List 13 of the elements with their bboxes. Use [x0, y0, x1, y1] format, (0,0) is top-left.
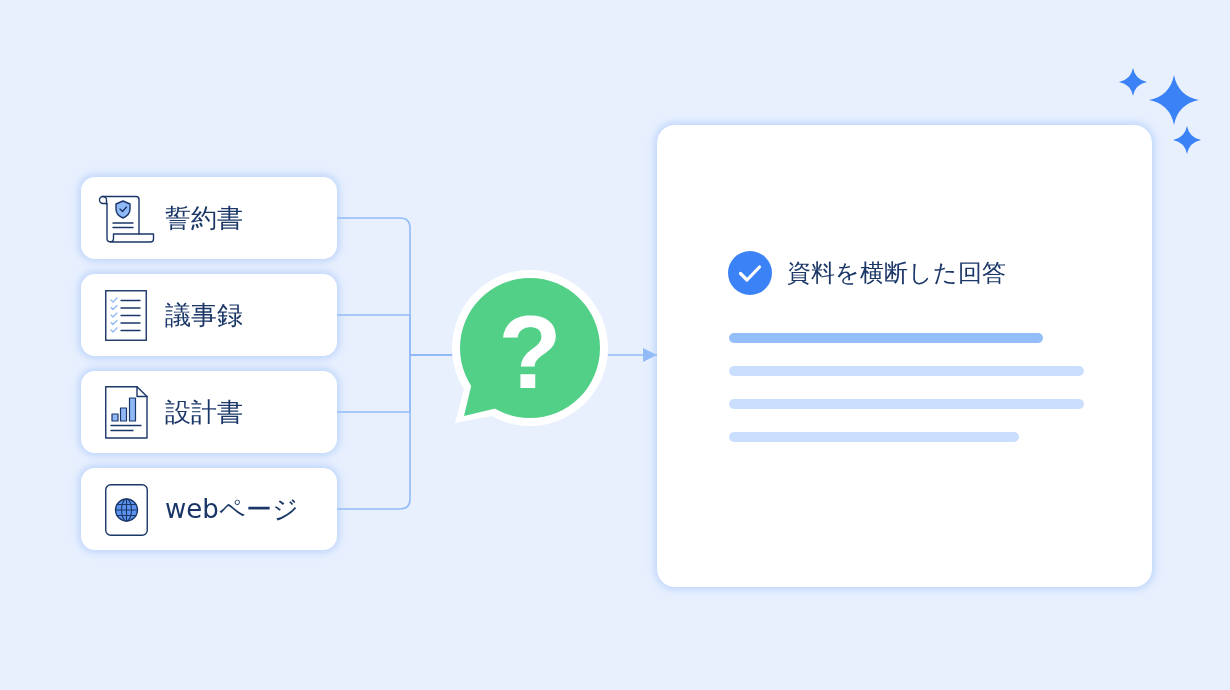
- card-label: 議事録: [165, 302, 243, 328]
- card-label: 誓約書: [165, 205, 243, 231]
- arrow: [606, 348, 658, 362]
- connector-line: [336, 354, 454, 510]
- answer-card: [657, 125, 1152, 587]
- answer-heading: 資料を横断した回答: [787, 261, 1006, 285]
- question-mark: ?: [498, 300, 562, 404]
- document-card: [81, 468, 337, 550]
- document-card: [81, 371, 337, 453]
- card-label: webページ: [165, 496, 299, 522]
- document-card: [81, 177, 337, 259]
- card-label: 設計書: [165, 399, 243, 425]
- document-card: [81, 274, 337, 356]
